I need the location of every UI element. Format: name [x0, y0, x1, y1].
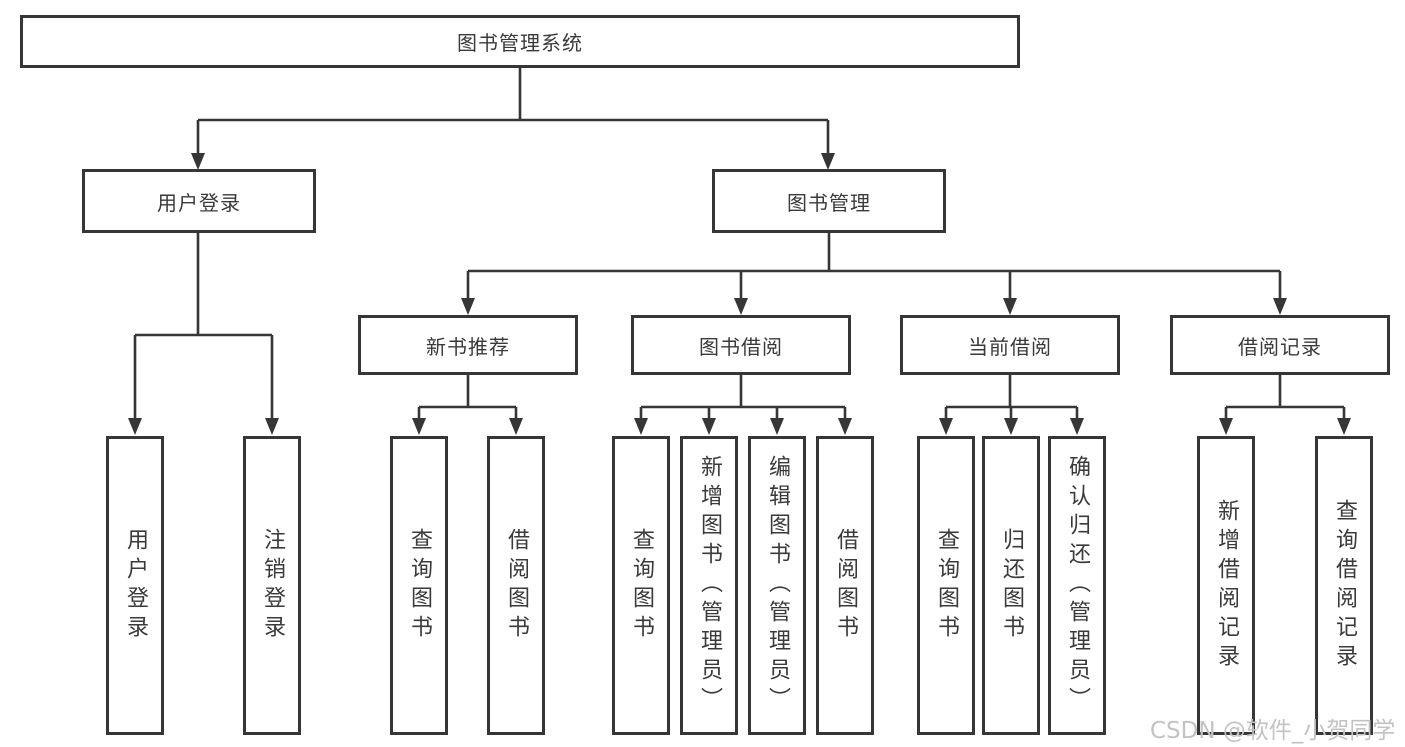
arrowhead — [1219, 418, 1233, 435]
arrowhead — [191, 153, 205, 170]
node-current-borrowing: 当前借阅 — [900, 315, 1120, 375]
node-book-management: 图书管理 — [712, 169, 946, 233]
arrowhead — [821, 153, 835, 170]
arrowhead — [1273, 298, 1287, 315]
leaf-user-login: 用户登录 — [106, 436, 164, 735]
branch-current-borrowing-connector — [944, 375, 1079, 420]
arrowhead — [770, 418, 784, 435]
leaf-confirm-return-admin: 确认归还（管理员） — [1048, 436, 1106, 735]
node-user-login: 用户登录 — [82, 169, 316, 233]
leaf-borrow-books-recommend: 借阅图书 — [487, 436, 545, 735]
leaf-query-borrow-record: 查询借阅记录 — [1315, 436, 1373, 735]
leaf-query-books-recommend: 查询图书 — [390, 436, 448, 735]
leaf-add-borrow-record: 新增借阅记录 — [1197, 436, 1255, 735]
leaf-borrow-books-borrowing: 借阅图书 — [816, 436, 874, 735]
leaf-return-books: 归还图书 — [982, 436, 1040, 735]
node-book-borrowing: 图书借阅 — [631, 315, 851, 375]
branch-user-login-connector — [133, 233, 274, 420]
branch-book-management-connector — [466, 233, 1282, 300]
arrowhead — [1003, 298, 1017, 315]
node-borrowing-records: 借阅记录 — [1170, 315, 1390, 375]
branch-root-connector — [196, 68, 830, 155]
leaf-query-books-current: 查询图书 — [917, 436, 975, 735]
arrowhead — [412, 418, 426, 435]
arrowhead — [634, 418, 648, 435]
branch-new-book-recommend-connector — [417, 375, 518, 420]
arrowhead — [1070, 418, 1084, 435]
leaf-query-books-borrowing: 查询图书 — [612, 436, 670, 735]
arrowhead — [734, 298, 748, 315]
arrowhead — [838, 418, 852, 435]
branch-book-borrowing-connector — [639, 375, 847, 420]
arrowhead — [128, 418, 142, 435]
arrowhead — [1004, 418, 1018, 435]
leaf-add-book-admin: 新增图书（管理员） — [680, 436, 738, 735]
node-new-book-recommend: 新书推荐 — [358, 315, 578, 375]
arrowhead — [265, 418, 279, 435]
watermark: CSDN @软件_小贺同学 — [1150, 718, 1396, 744]
arrowhead — [509, 418, 523, 435]
arrowhead — [702, 418, 716, 435]
branch-borrowing-records-connector — [1224, 375, 1346, 420]
arrowhead — [939, 418, 953, 435]
leaf-logout: 注销登录 — [243, 436, 301, 735]
leaf-edit-book-admin: 编辑图书（管理员） — [748, 436, 806, 735]
arrowhead — [461, 298, 475, 315]
arrowhead — [1337, 418, 1351, 435]
node-library-management-system: 图书管理系统 — [20, 15, 1020, 68]
